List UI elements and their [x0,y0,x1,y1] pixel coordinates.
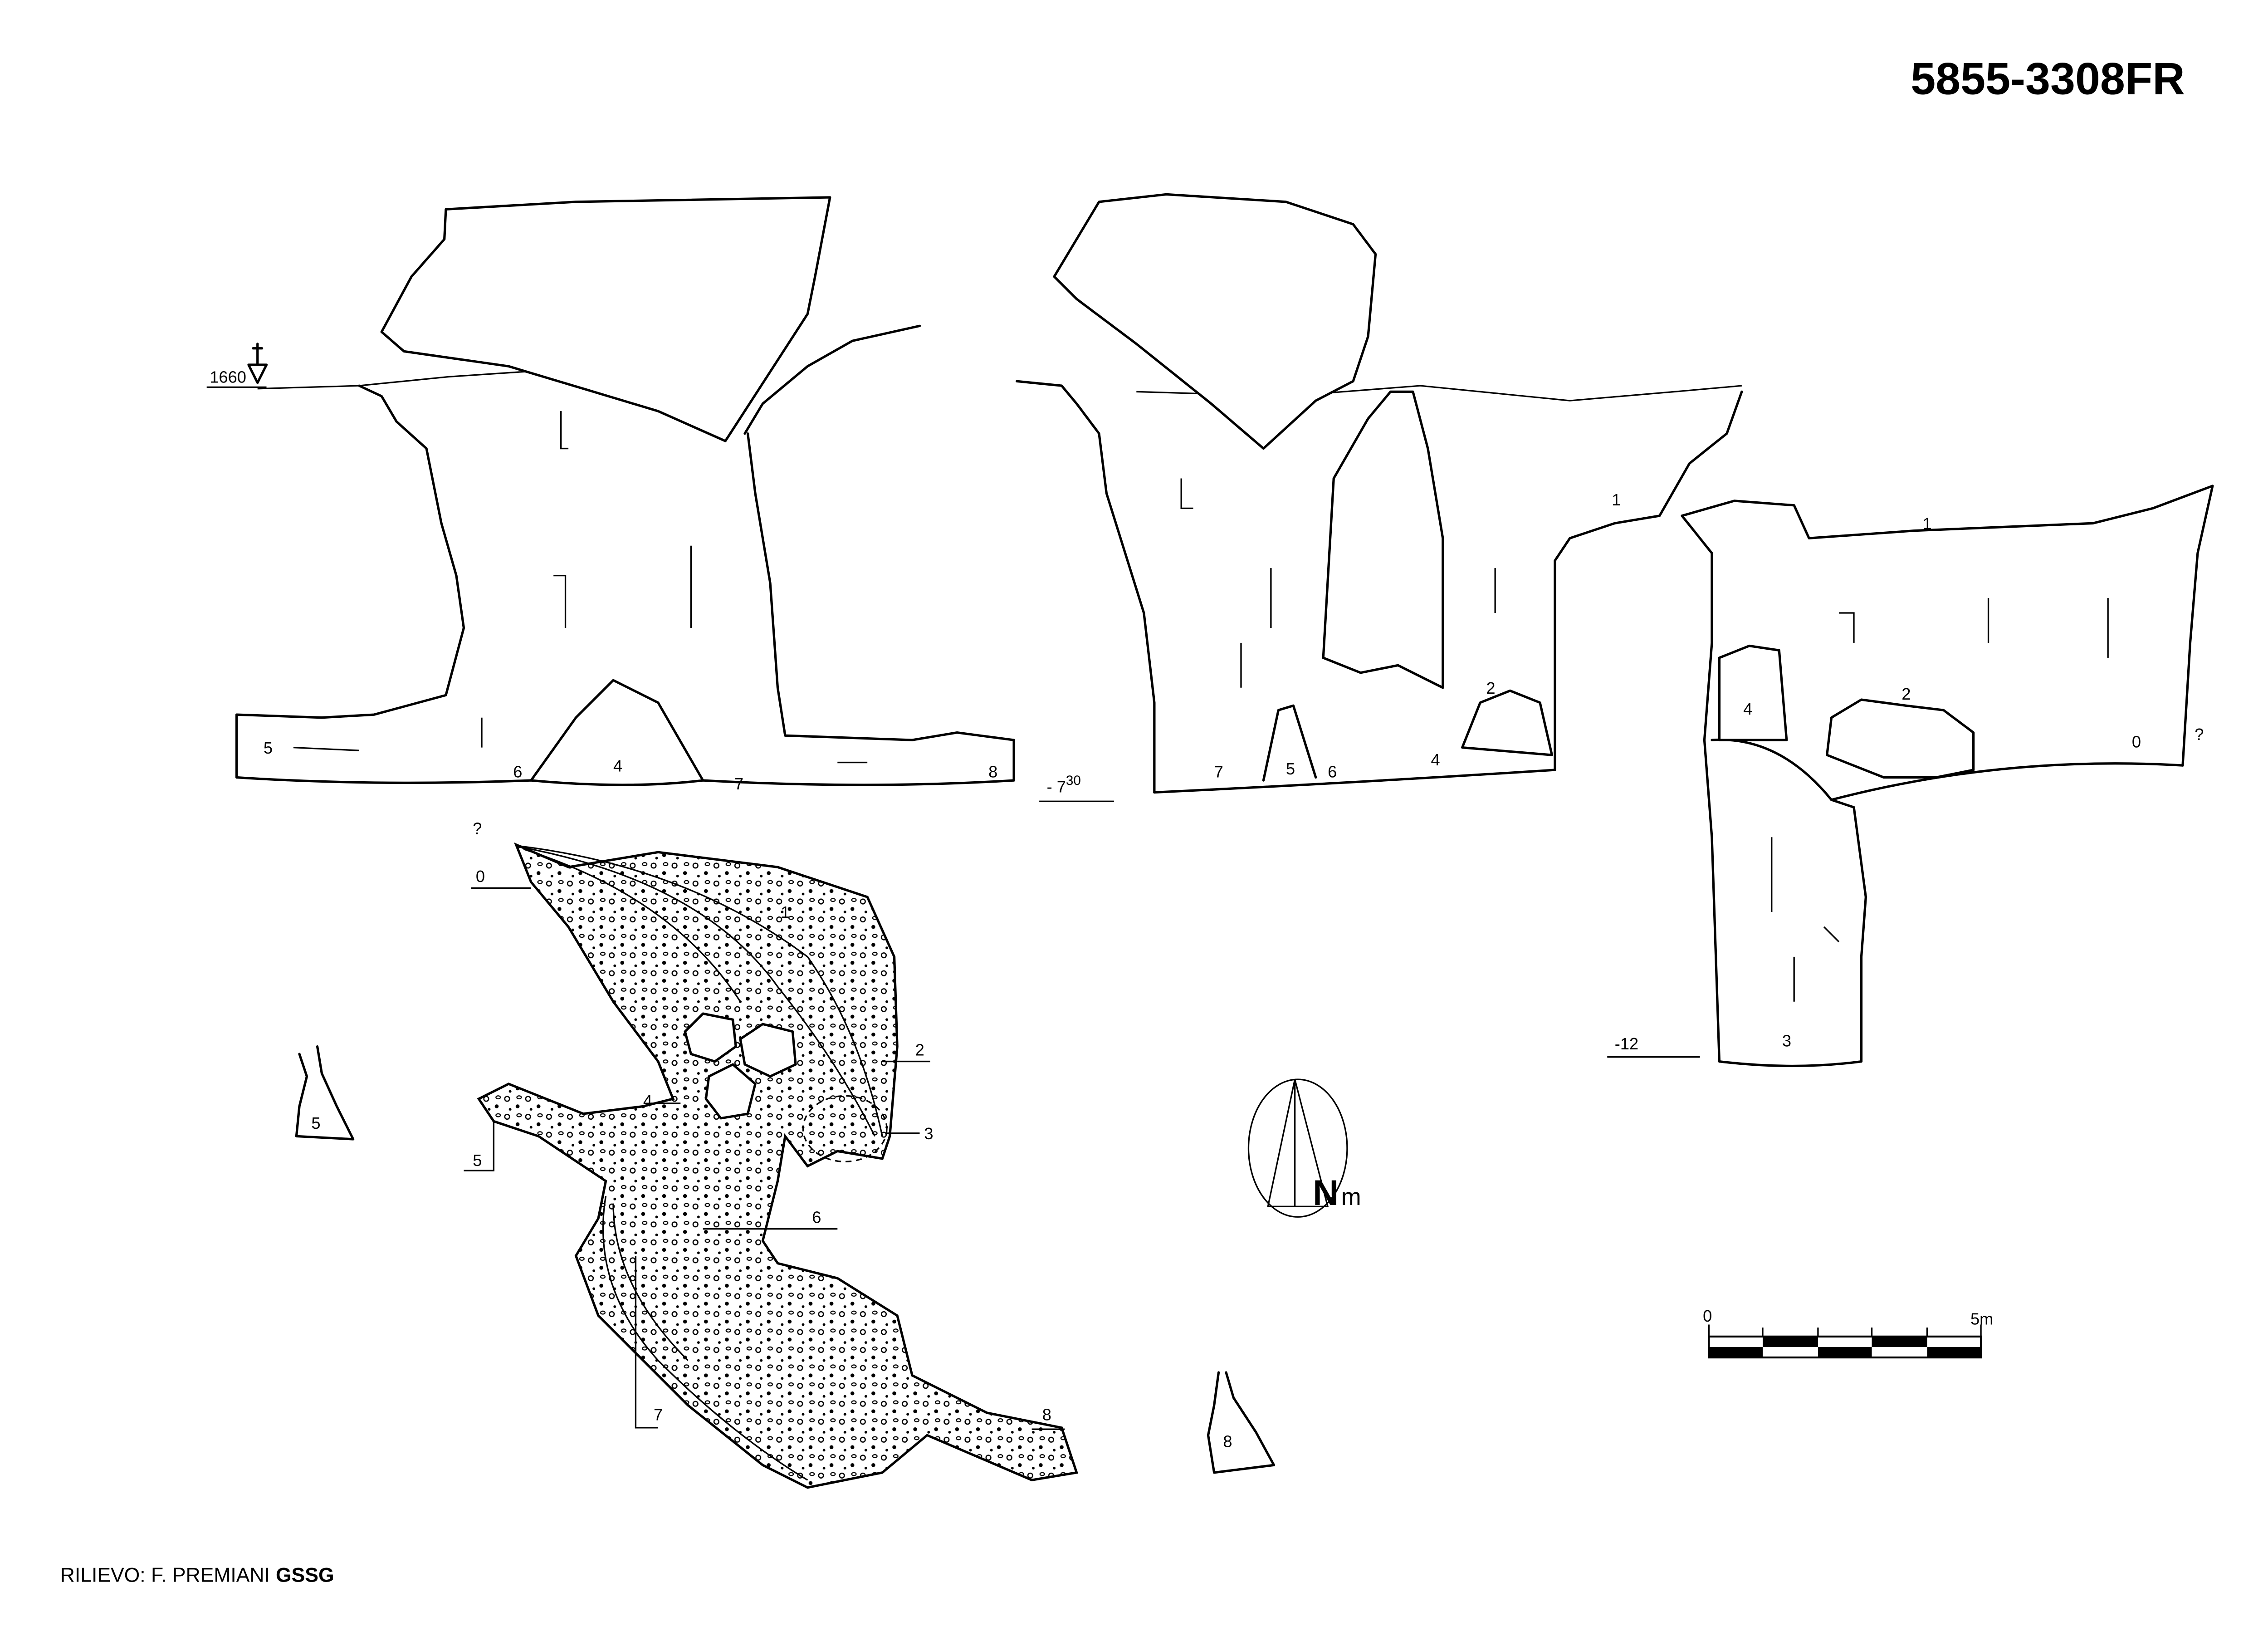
station-label: 1 [1612,490,1621,509]
station-label: 4 [613,756,622,775]
plan-station-label: 7 [654,1405,663,1424]
scale-bar: 0 5m [1703,1307,1993,1359]
station-label: 7 [1214,762,1223,781]
plan-station-label: 4 [643,1091,652,1110]
plan-station-label: 5 [473,1151,482,1170]
section-2-profile: - 730 7 5 6 4 2 1 [1016,193,1743,802]
station-label: 1 [1923,514,1932,533]
station-label: 8 [988,762,997,781]
station-label: 0 [2132,733,2141,751]
depth-label: - 730 [1047,773,1081,796]
section-3-profile: -12 1 4 2 0 ? 3 [1607,485,2214,1068]
station-label: 4 [1431,750,1440,769]
cross-section-label: 5 [311,1114,320,1132]
station-label: 2 [1901,685,1911,703]
station-label: 6 [513,762,522,781]
station-label: 2 [1486,679,1495,697]
plan-station-label: 3 [924,1124,933,1143]
cross-section-8: 8 [1207,1371,1276,1474]
survey-id-title: 5855-3308FR [1911,54,2185,104]
plan-station-label: 8 [1042,1405,1051,1424]
cross-section-label: 8 [1223,1432,1232,1451]
north-arrow-compass: N m [1247,1078,1361,1218]
scale-end-label: 5m [1970,1310,1993,1328]
cross-section-5: 5 [295,1045,355,1141]
elevation-label: 1660 [210,368,246,387]
plan-station-label: 6 [812,1208,821,1226]
depth-integer: - 7 [1047,777,1066,796]
station-label: 4 [1743,700,1752,718]
station-label: 7 [734,774,743,793]
plan-view: ? 0 1 2 3 4 5 6 7 8 [464,819,1078,1489]
north-letter: N [1313,1172,1339,1213]
plan-station-label: 2 [915,1040,924,1059]
scale-start-label: 0 [1703,1307,1712,1325]
depth-label: -12 [1615,1034,1638,1053]
plan-station-label: 1 [781,903,790,921]
plan-station-label: ? [473,819,482,838]
plan-station-label: 0 [476,867,485,886]
station-label: 3 [1782,1032,1791,1050]
magnetic-suffix: m [1341,1184,1361,1210]
station-label: ? [2195,725,2204,744]
section-1-profile: 1660 5 6 4 7 8 [206,196,1015,793]
caving-group: GSSG [276,1564,334,1586]
station-label: 5 [264,739,273,757]
survey-credit: RILIEVO: F. PREMIANI GSSG [60,1564,334,1586]
entrance-symbol-icon [247,343,268,384]
station-label: 5 [1286,759,1295,778]
station-label: 6 [1328,762,1337,781]
depth-decimal: 30 [1066,773,1081,788]
surveyor-name: RILIEVO: F. PREMIANI [60,1564,270,1586]
